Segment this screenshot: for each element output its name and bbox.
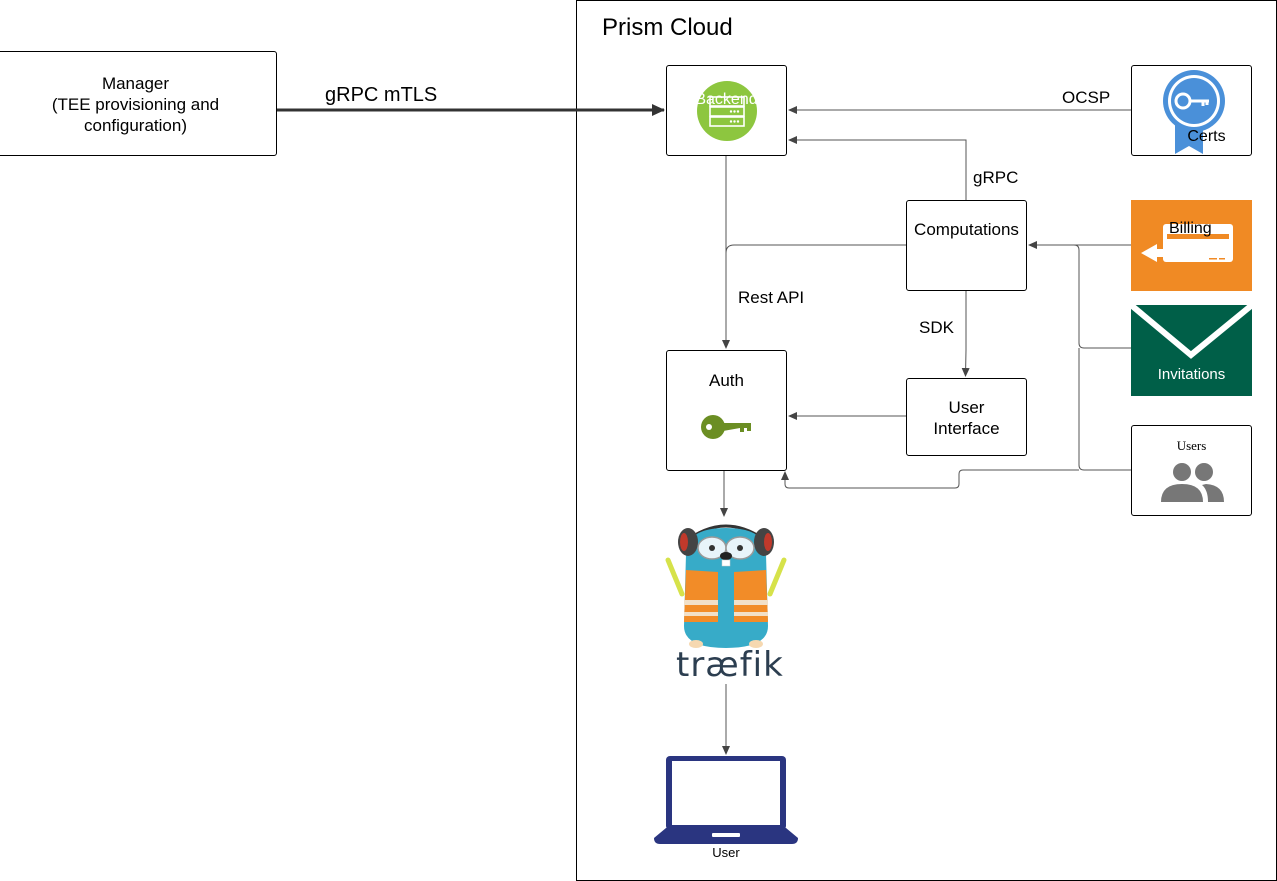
traefik-gopher-icon <box>665 524 787 648</box>
invitations-box[interactable]: Invitations <box>1131 305 1252 396</box>
user-interface-box[interactable]: User Interface <box>906 378 1027 456</box>
edge-invitations-computations <box>1073 244 1131 349</box>
manager-title: Manager <box>101 74 170 93</box>
certs-box[interactable]: Certs <box>1131 65 1252 156</box>
user-label: User <box>712 845 740 860</box>
traefik-wordmark: træfik <box>676 645 784 685</box>
edge-sdk <box>961 290 970 377</box>
certificate-icon <box>1163 70 1225 154</box>
key-icon <box>701 415 751 439</box>
laptop-icon <box>654 756 798 844</box>
edge-users-auth <box>781 469 1079 489</box>
manager-subtitle-2: configuration) <box>83 116 187 135</box>
invitations-label: Invitations <box>1157 366 1226 383</box>
computations-label: Computations <box>914 220 1019 239</box>
users-group-icon <box>1161 463 1224 502</box>
label-sdk: SDK <box>919 318 954 337</box>
backend-label: Backend <box>695 91 758 108</box>
computations-box[interactable]: Computations <box>906 200 1027 291</box>
edge-users-computations <box>1078 348 1131 471</box>
edge-grpc <box>788 136 967 200</box>
backend-box[interactable]: Backend <box>666 65 787 156</box>
billing-card-icon <box>1141 224 1233 262</box>
users-box[interactable]: Users <box>1131 425 1252 516</box>
label-grpc: gRPC <box>973 168 1019 187</box>
billing-label: Billing <box>1169 220 1212 237</box>
label-rest-api: Rest API <box>738 288 805 307</box>
edge-computations-auth <box>725 244 906 254</box>
prism-cloud-title: Prism Cloud <box>602 14 733 41</box>
users-label: Users <box>1176 438 1207 453</box>
auth-box[interactable]: Auth <box>666 350 787 471</box>
billing-box[interactable]: Billing <box>1131 200 1252 291</box>
certs-label: Certs <box>1187 128 1226 145</box>
backend-server-icon <box>697 81 757 141</box>
label-ocsp: OCSP <box>1062 88 1111 107</box>
envelope-icon <box>1131 305 1252 359</box>
auth-label: Auth <box>709 371 744 390</box>
manager-box[interactable]: Manager (TEE provisioning and configurat… <box>0 51 277 156</box>
ui-label-line2: Interface <box>933 419 1000 438</box>
manager-subtitle-1: (TEE provisioning and <box>51 95 220 114</box>
ui-label-line1: User <box>948 398 985 417</box>
label-grpc-mtls: gRPC mTLS <box>325 84 438 106</box>
